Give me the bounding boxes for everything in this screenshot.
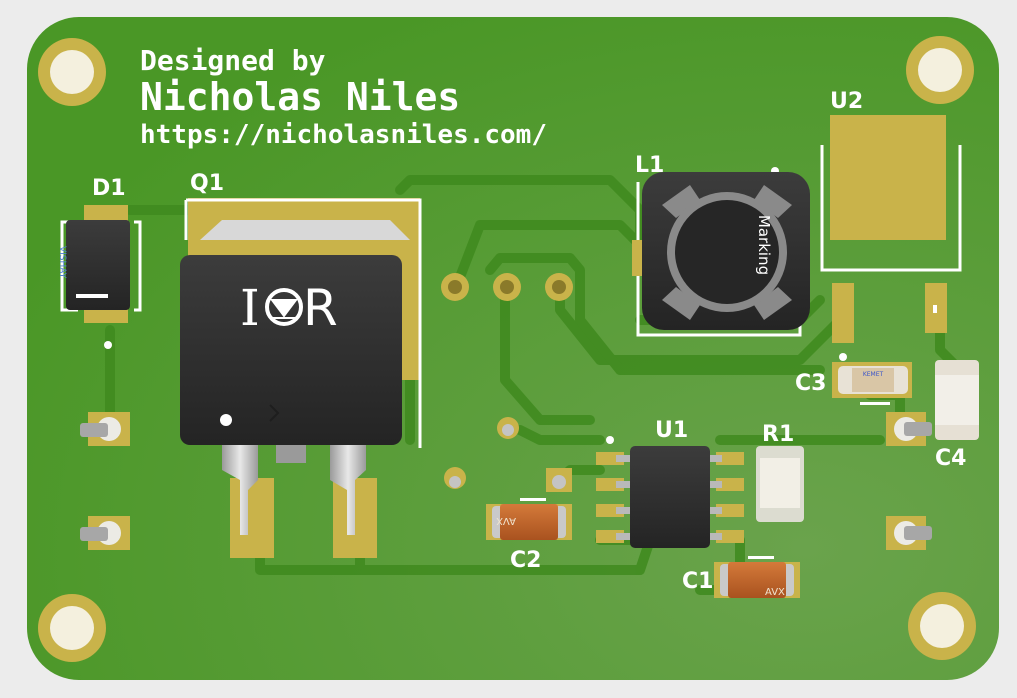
through-hole-pad — [80, 412, 130, 446]
mounting-hole — [908, 592, 976, 660]
via-pad — [545, 273, 573, 301]
via-pad — [546, 468, 572, 492]
designator-q1: Q1 — [190, 171, 224, 196]
designator-c3: C3 — [795, 371, 826, 396]
designator-c1: C1 — [682, 569, 713, 594]
designator-d1: D1 — [92, 176, 126, 201]
via-pad — [444, 467, 466, 489]
via-pad — [441, 273, 469, 301]
l1-marking: Marking — [755, 215, 773, 275]
q1-logo-right: R — [303, 279, 338, 337]
through-hole-pad — [886, 516, 932, 550]
capacitor-c3: C3 KEMET — [795, 353, 912, 405]
credit-designed-by: Designed by — [140, 44, 326, 77]
designator-c2: C2 — [510, 548, 541, 573]
credit-author-name: Nicholas Niles — [140, 75, 460, 119]
designator-r1: R1 — [762, 422, 794, 447]
designator-c4: C4 — [935, 446, 966, 471]
capacitor-c1: C1 AVX — [682, 556, 800, 598]
transistor-q1: Q1 I R — [180, 171, 422, 558]
resistor-r1: R1 — [756, 422, 804, 522]
designator-u2: U2 — [830, 89, 863, 114]
q1-logo-diode-icon — [265, 288, 303, 326]
diode-d1: D1 VISHAY — [57, 176, 142, 349]
c2-marking: AVX — [496, 515, 516, 526]
through-hole-pad — [80, 516, 130, 550]
c3-marking: KEMET — [863, 371, 884, 378]
designator-u1: U1 — [655, 418, 688, 443]
credit-website: https://nicholasniles.com/ — [140, 120, 547, 150]
via-pad — [493, 273, 521, 301]
capacitor-c4: C4 — [935, 360, 979, 471]
q1-logo-left: I — [240, 279, 260, 337]
mounting-hole — [38, 594, 106, 662]
through-hole-pad — [886, 412, 932, 446]
mounting-hole — [38, 38, 106, 106]
capacitor-c2: C2 AVX — [486, 498, 572, 573]
inductor-l1: L1 Marking — [632, 153, 810, 337]
ic-u1: U1 — [596, 418, 744, 548]
d1-marking: VISHAY — [57, 246, 67, 279]
ic-u2: U2 — [820, 89, 962, 343]
mounting-hole — [906, 36, 974, 104]
via-pad — [497, 417, 519, 439]
c1-marking: AVX — [765, 587, 785, 598]
